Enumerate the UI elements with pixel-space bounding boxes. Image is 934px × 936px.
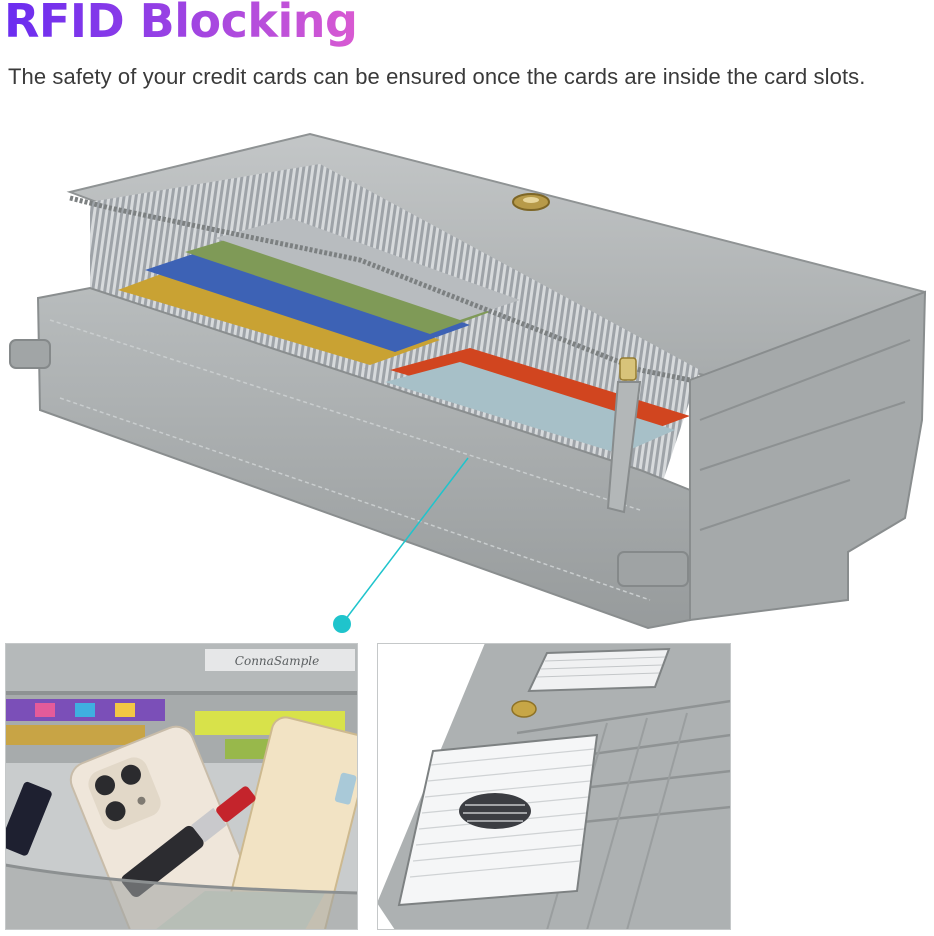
detail-panel-interior: ConnaSample bbox=[5, 643, 358, 930]
brand-tag: ConnaSample bbox=[235, 654, 319, 668]
zipper-pull-icon bbox=[606, 357, 642, 514]
page-subtitle: The safety of your credit cards can be e… bbox=[8, 64, 866, 89]
snap-button-icon bbox=[512, 193, 550, 211]
detail-panel-card-slots bbox=[377, 643, 731, 930]
page-title: RFID Blocking bbox=[4, 0, 358, 48]
wallet-hero-image bbox=[9, 132, 927, 630]
